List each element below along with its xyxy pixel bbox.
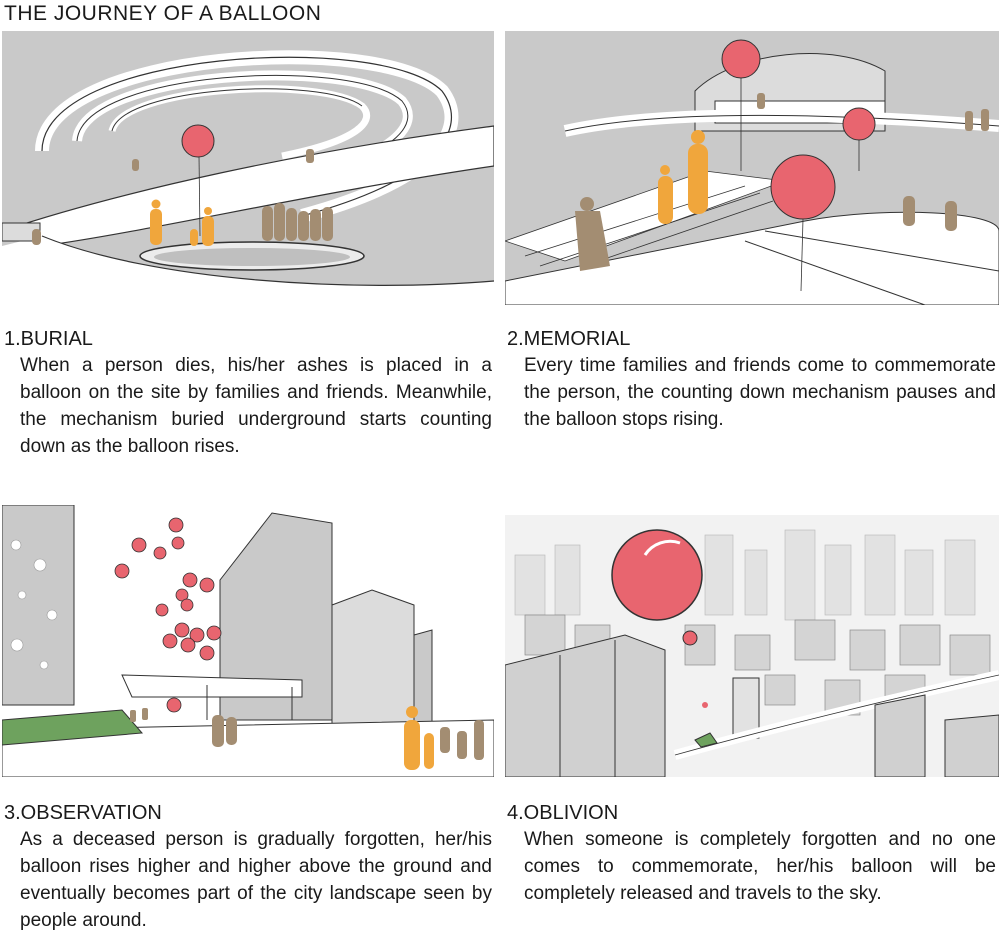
burial-illustration [2,31,494,307]
step-body-observation: As a deceased person is gradually forgot… [20,829,492,931]
memorial-illustration [505,31,999,305]
step-heading-memorial: 2.MEMORIAL [507,328,631,350]
page-title: THE JOURNEY OF A BALLOON [4,2,322,25]
step-body-burial: When a person dies, his/her ashes is pla… [20,355,492,457]
step-body-memorial: Every time families and friends come to … [524,355,996,430]
observation-illustration [2,505,494,777]
step-heading-burial: 1.BURIAL [4,328,93,350]
step-body-oblivion: When someone is completely forgotten and… [524,829,996,904]
step-heading-oblivion: 4.OBLIVION [507,802,619,824]
step-heading-observation: 3.OBSERVATION [4,802,162,824]
oblivion-illustration [505,515,999,777]
